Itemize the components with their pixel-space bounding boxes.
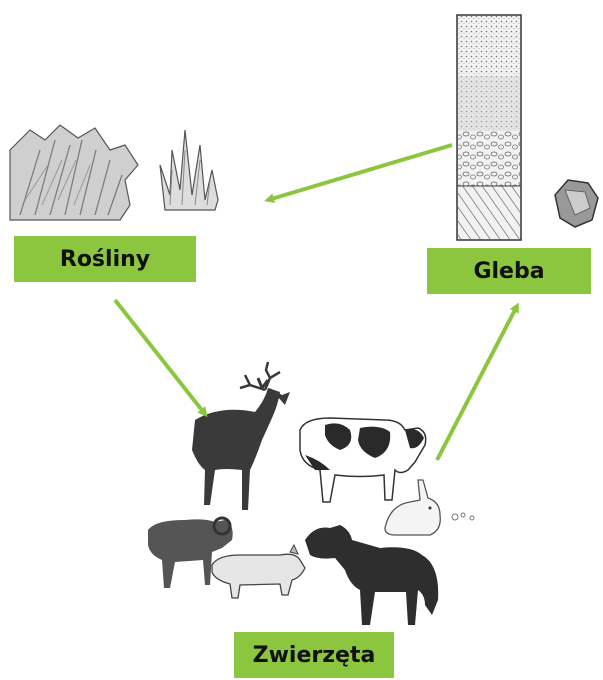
soil-label: Gleba — [427, 248, 591, 294]
soil-profile-icon — [457, 15, 521, 240]
arrow-animals-to-soil — [437, 306, 517, 460]
animals-label: Zwierzęta — [234, 632, 394, 678]
wheat-field-icon — [10, 125, 138, 220]
plants-label: Rośliny — [14, 236, 196, 282]
horse-icon — [305, 525, 438, 625]
rock-icon — [555, 180, 598, 227]
grass-icon — [160, 130, 218, 210]
deer-icon — [192, 362, 290, 510]
arrow-plants-to-animals — [115, 300, 205, 414]
pig-icon — [212, 545, 305, 598]
rabbit-icon — [385, 480, 474, 535]
cow-icon — [300, 418, 426, 502]
arrow-soil-to-plants — [268, 145, 452, 200]
